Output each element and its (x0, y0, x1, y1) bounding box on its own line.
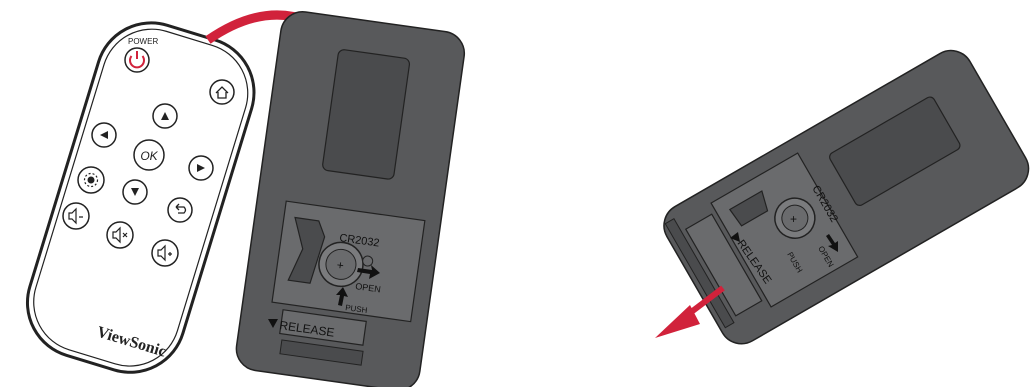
right-arrow-icon (197, 164, 205, 172)
open-arrow-icon-right (826, 234, 838, 252)
ok-button[interactable]: OK (133, 139, 165, 171)
home-button[interactable] (209, 79, 235, 105)
release-triangle-icon-right (730, 232, 740, 242)
up-button[interactable] (152, 103, 178, 129)
ok-label: OK (140, 149, 158, 163)
push-label: PUSH (345, 303, 368, 315)
home-icon (215, 86, 229, 99)
release-tab-right[interactable] (684, 213, 763, 317)
left-arrow-icon (100, 131, 108, 139)
left-button[interactable] (91, 122, 117, 148)
up-arrow-icon (161, 112, 169, 120)
slide-out-arrow-head (655, 305, 700, 338)
power-button[interactable] (124, 47, 150, 73)
push-arrow-icon (336, 287, 348, 306)
open-label: OPEN (355, 281, 382, 294)
back-window-right (829, 96, 961, 206)
volume-down-icon (68, 207, 83, 225)
volume-down-button[interactable] (62, 202, 90, 230)
battery-holder: + (287, 216, 374, 288)
volume-up-icon (157, 244, 172, 262)
power-icon (129, 51, 145, 69)
release-triangle-icon (268, 319, 278, 328)
volume-up-button[interactable] (151, 239, 179, 267)
remote-back-cover (235, 11, 466, 392)
settings-button[interactable] (77, 166, 105, 194)
power-label: POWER (128, 37, 158, 46)
battery-type-label: CR2032 (339, 232, 381, 250)
battery-plus: + (336, 258, 345, 273)
down-button[interactable] (122, 179, 148, 205)
gear-icon (83, 172, 99, 188)
mute-icon (112, 226, 128, 244)
open-arrow-icon (357, 265, 380, 279)
return-icon (175, 203, 187, 214)
down-arrow-icon (131, 188, 139, 196)
remote-back-tilted (663, 49, 1030, 345)
release-tab[interactable] (279, 309, 367, 346)
battery-plus-right: + (790, 212, 797, 226)
return-button[interactable] (167, 197, 193, 223)
mute-button[interactable] (106, 221, 134, 249)
right-button[interactable] (188, 155, 214, 181)
back-window (322, 49, 411, 180)
